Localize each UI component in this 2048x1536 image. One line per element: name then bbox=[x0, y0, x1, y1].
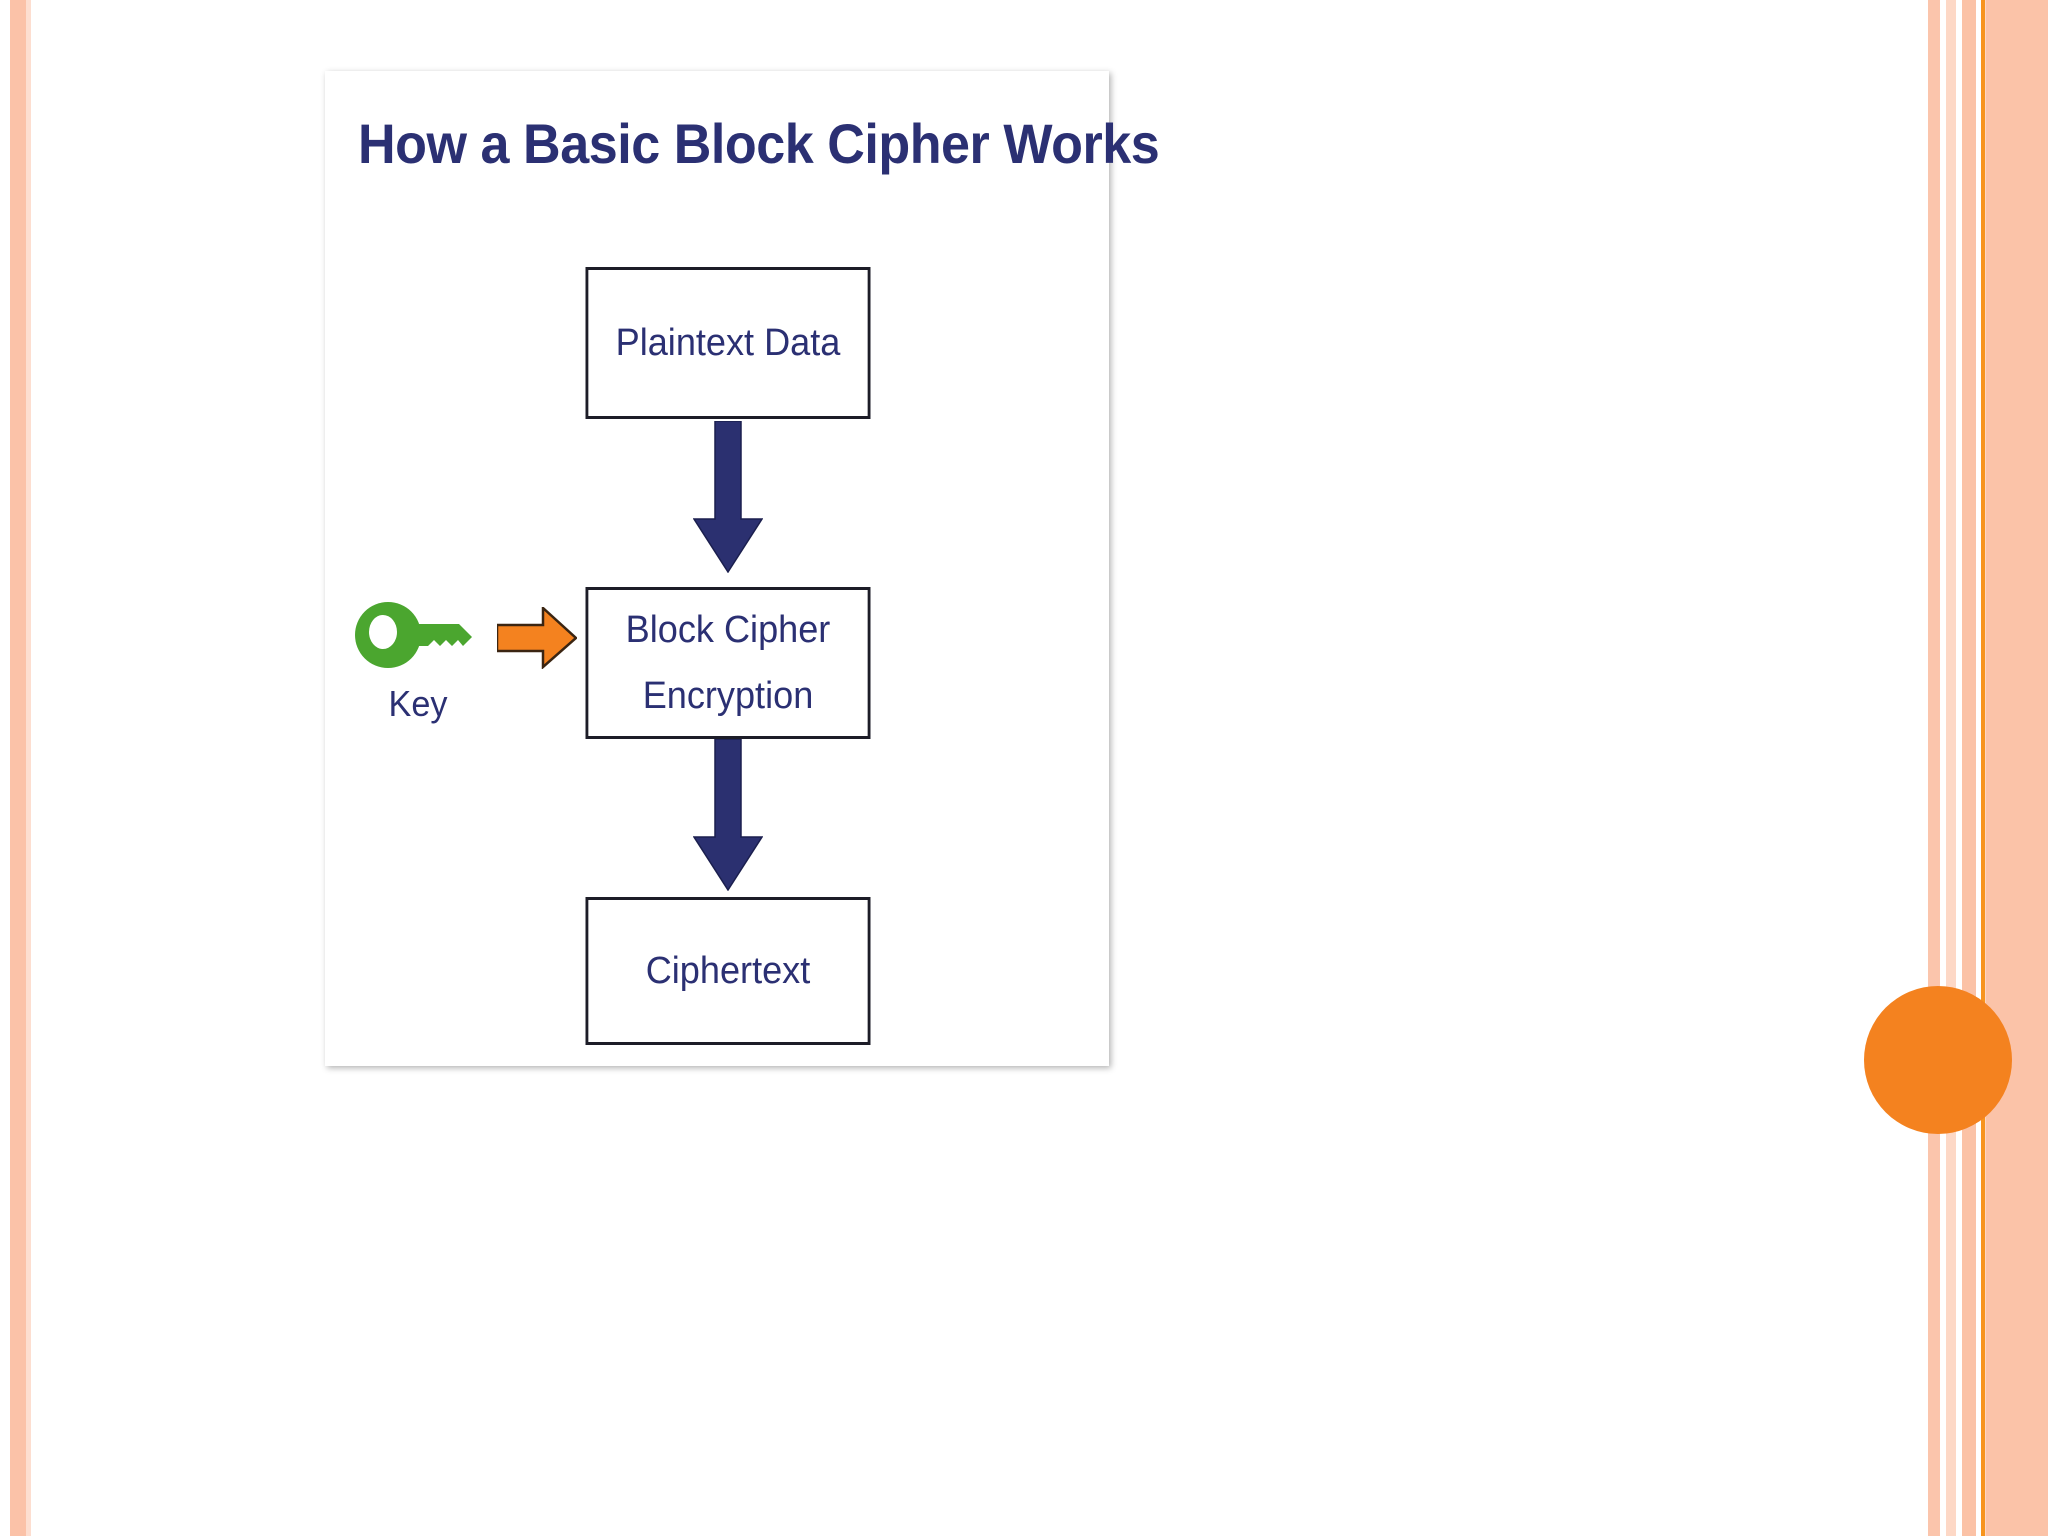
node-encryption-label-line1: Block Cipher bbox=[625, 609, 831, 651]
arrow-right-key-to-encryption bbox=[497, 607, 577, 669]
decorative-stripe-right-3 bbox=[1962, 0, 1976, 1536]
node-block-cipher-encryption: Block Cipher Encryption bbox=[585, 587, 871, 739]
decorative-stripe-left-inner bbox=[26, 0, 31, 1536]
node-ciphertext-label: Ciphertext bbox=[645, 950, 811, 992]
node-ciphertext: Ciphertext bbox=[585, 897, 871, 1045]
arrow-down-plaintext-to-encryption bbox=[693, 421, 763, 573]
node-plaintext-label: Plaintext Data bbox=[615, 322, 841, 364]
decorative-circle-icon bbox=[1864, 986, 2012, 1134]
decorative-stripe-right-5 bbox=[1986, 0, 2048, 1536]
decorative-stripe-left-outer bbox=[10, 0, 26, 1536]
key-label: Key bbox=[388, 683, 448, 724]
figure-card: How a Basic Block Cipher Works Plaintext… bbox=[325, 71, 1160, 1066]
key-icon bbox=[355, 601, 481, 669]
node-encryption-label-line2: Encryption bbox=[642, 675, 814, 717]
decorative-stripe-right-2 bbox=[1946, 0, 1956, 1536]
key-input-group: Key bbox=[345, 601, 585, 776]
decorative-stripe-right-accent-line bbox=[1981, 0, 1986, 1536]
decorative-stripe-right-1 bbox=[1928, 0, 1940, 1536]
arrow-down-encryption-to-ciphertext bbox=[693, 739, 763, 891]
figure-title: How a Basic Block Cipher Works bbox=[358, 112, 1160, 175]
node-plaintext: Plaintext Data bbox=[585, 267, 871, 419]
